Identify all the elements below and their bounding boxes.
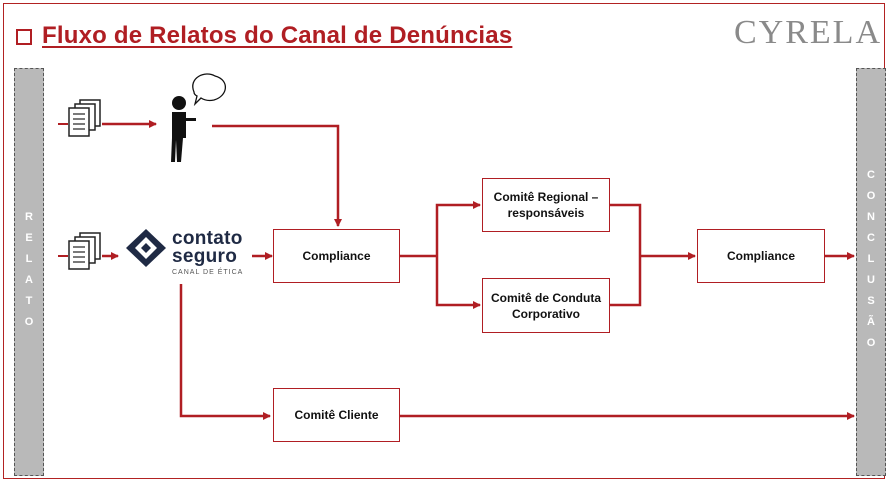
conclusao-letter: Ã [867, 316, 875, 328]
header: Fluxo de Relatos do Canal de Denúncias [16, 22, 512, 50]
page-title: Fluxo de Relatos do Canal de Denúncias [42, 22, 513, 49]
relato-letter: E [25, 232, 33, 244]
logo-line-1: contato [172, 228, 243, 249]
relato-letter: L [25, 253, 33, 265]
brand-logo: CYRELA [734, 14, 882, 51]
conclusao-letter: N [867, 211, 875, 223]
logo-line-2: seguro [172, 246, 238, 267]
document-stack-icon [58, 232, 101, 270]
relato-letter: R [25, 211, 33, 223]
contato-seguro-logo: contato seguro CANAL DE ÉTICA [172, 228, 244, 276]
node-comite-conduta: Comitê de Conduta Corporativo [482, 278, 610, 333]
relato-letter: O [24, 316, 34, 328]
conclusao-letter: O [866, 337, 876, 349]
arrow-to-comite-cliente [179, 284, 271, 420]
conclusao-bar: C O N C L U S Ã O [856, 68, 886, 476]
node-compliance-1: Compliance [273, 229, 400, 283]
relato-bar: R E L A T O [14, 68, 44, 476]
conclusao-letter: U [867, 274, 875, 286]
conclusao-letter: O [866, 190, 876, 202]
checkbox-bullet-icon [16, 29, 32, 45]
person-speaking-icon [171, 73, 227, 162]
conclusao-letter: S [867, 295, 875, 307]
node-comite-cliente: Comitê Cliente [273, 388, 400, 442]
line-conduta-out [610, 256, 642, 307]
arrow-to-comite-regional [435, 201, 481, 256]
line-regional-out [610, 203, 642, 256]
node-comite-regional: Comitê Regional – responsáveis [482, 178, 610, 232]
relato-letter: A [25, 274, 33, 286]
arrow-to-comite-conduta [435, 256, 481, 309]
arrow-person-to-compliance [212, 124, 342, 227]
document-stack-icon [58, 99, 101, 137]
node-compliance-2: Compliance [697, 229, 825, 283]
conclusao-letter: C [867, 232, 875, 244]
relato-letter: T [25, 295, 33, 307]
contato-seguro-logo-icon [126, 229, 166, 267]
conclusao-letter: C [867, 169, 875, 181]
logo-line-3: CANAL DE ÉTICA [172, 269, 244, 276]
conclusao-letter: L [867, 253, 875, 265]
